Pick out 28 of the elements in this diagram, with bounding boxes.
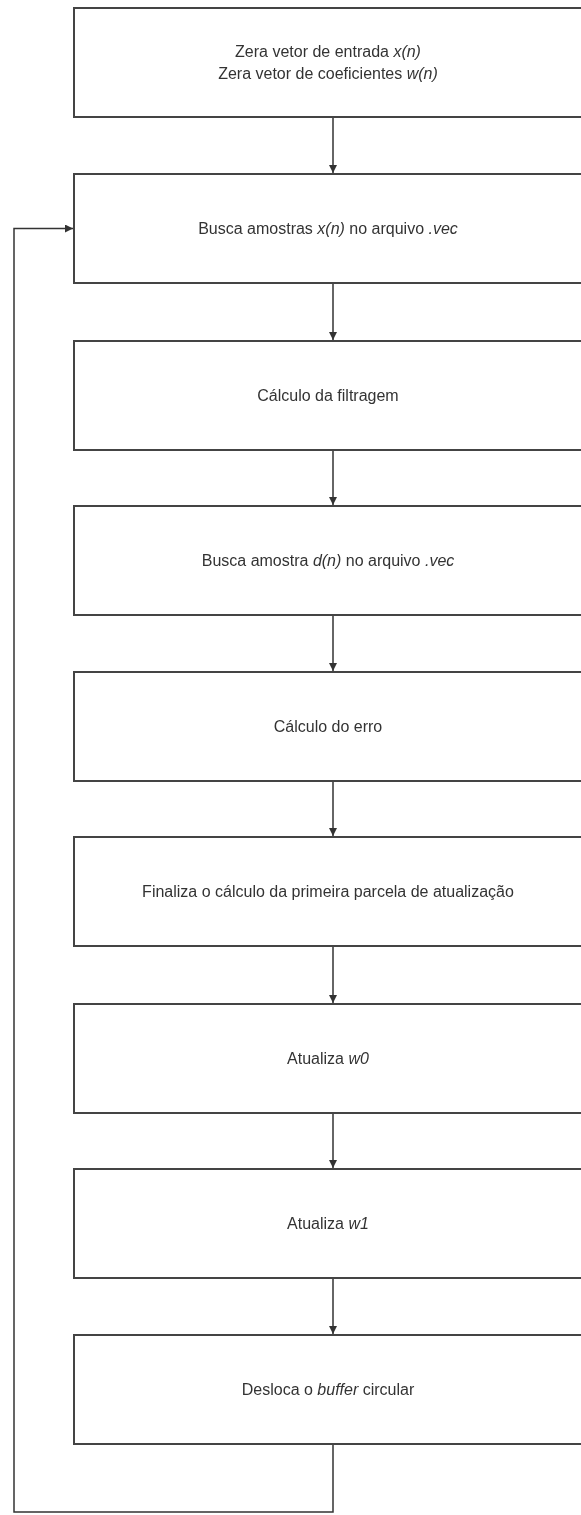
arrow	[329, 1278, 337, 1335]
box-text: Atualiza w1	[287, 1213, 369, 1234]
process-box	[73, 671, 581, 782]
arrow	[329, 450, 337, 506]
process-box	[73, 7, 581, 118]
process-box	[73, 1168, 581, 1279]
box-text: Finaliza o cálculo da primeira parcela de atualização	[142, 881, 514, 902]
process-box	[73, 836, 581, 947]
process-box	[73, 1003, 581, 1114]
box-text: Cálculo do erro	[273, 716, 383, 737]
process-box	[73, 1334, 581, 1445]
box-text: Zera vetor de entrada x(n)	[235, 41, 421, 62]
box-text: Busca amostra d(n) no arquivo .vec	[201, 550, 455, 571]
box-text: Atualiza w0	[287, 1048, 369, 1069]
arrow	[329, 283, 337, 341]
arrow	[329, 615, 337, 672]
process-box	[73, 340, 581, 451]
arrow	[329, 117, 337, 174]
process-box	[73, 173, 581, 284]
box-text: Zera vetor de coeficientes w(n)	[218, 63, 438, 84]
arrow	[13, 224, 334, 1513]
arrow	[329, 1113, 337, 1169]
arrow	[329, 781, 337, 837]
box-text: Busca amostras x(n) no arquivo .vec	[198, 218, 458, 239]
arrow	[329, 946, 337, 1004]
box-text: Desloca o buffer circular	[241, 1379, 415, 1400]
process-box	[73, 505, 581, 616]
box-text: Cálculo da filtragem	[257, 385, 399, 406]
